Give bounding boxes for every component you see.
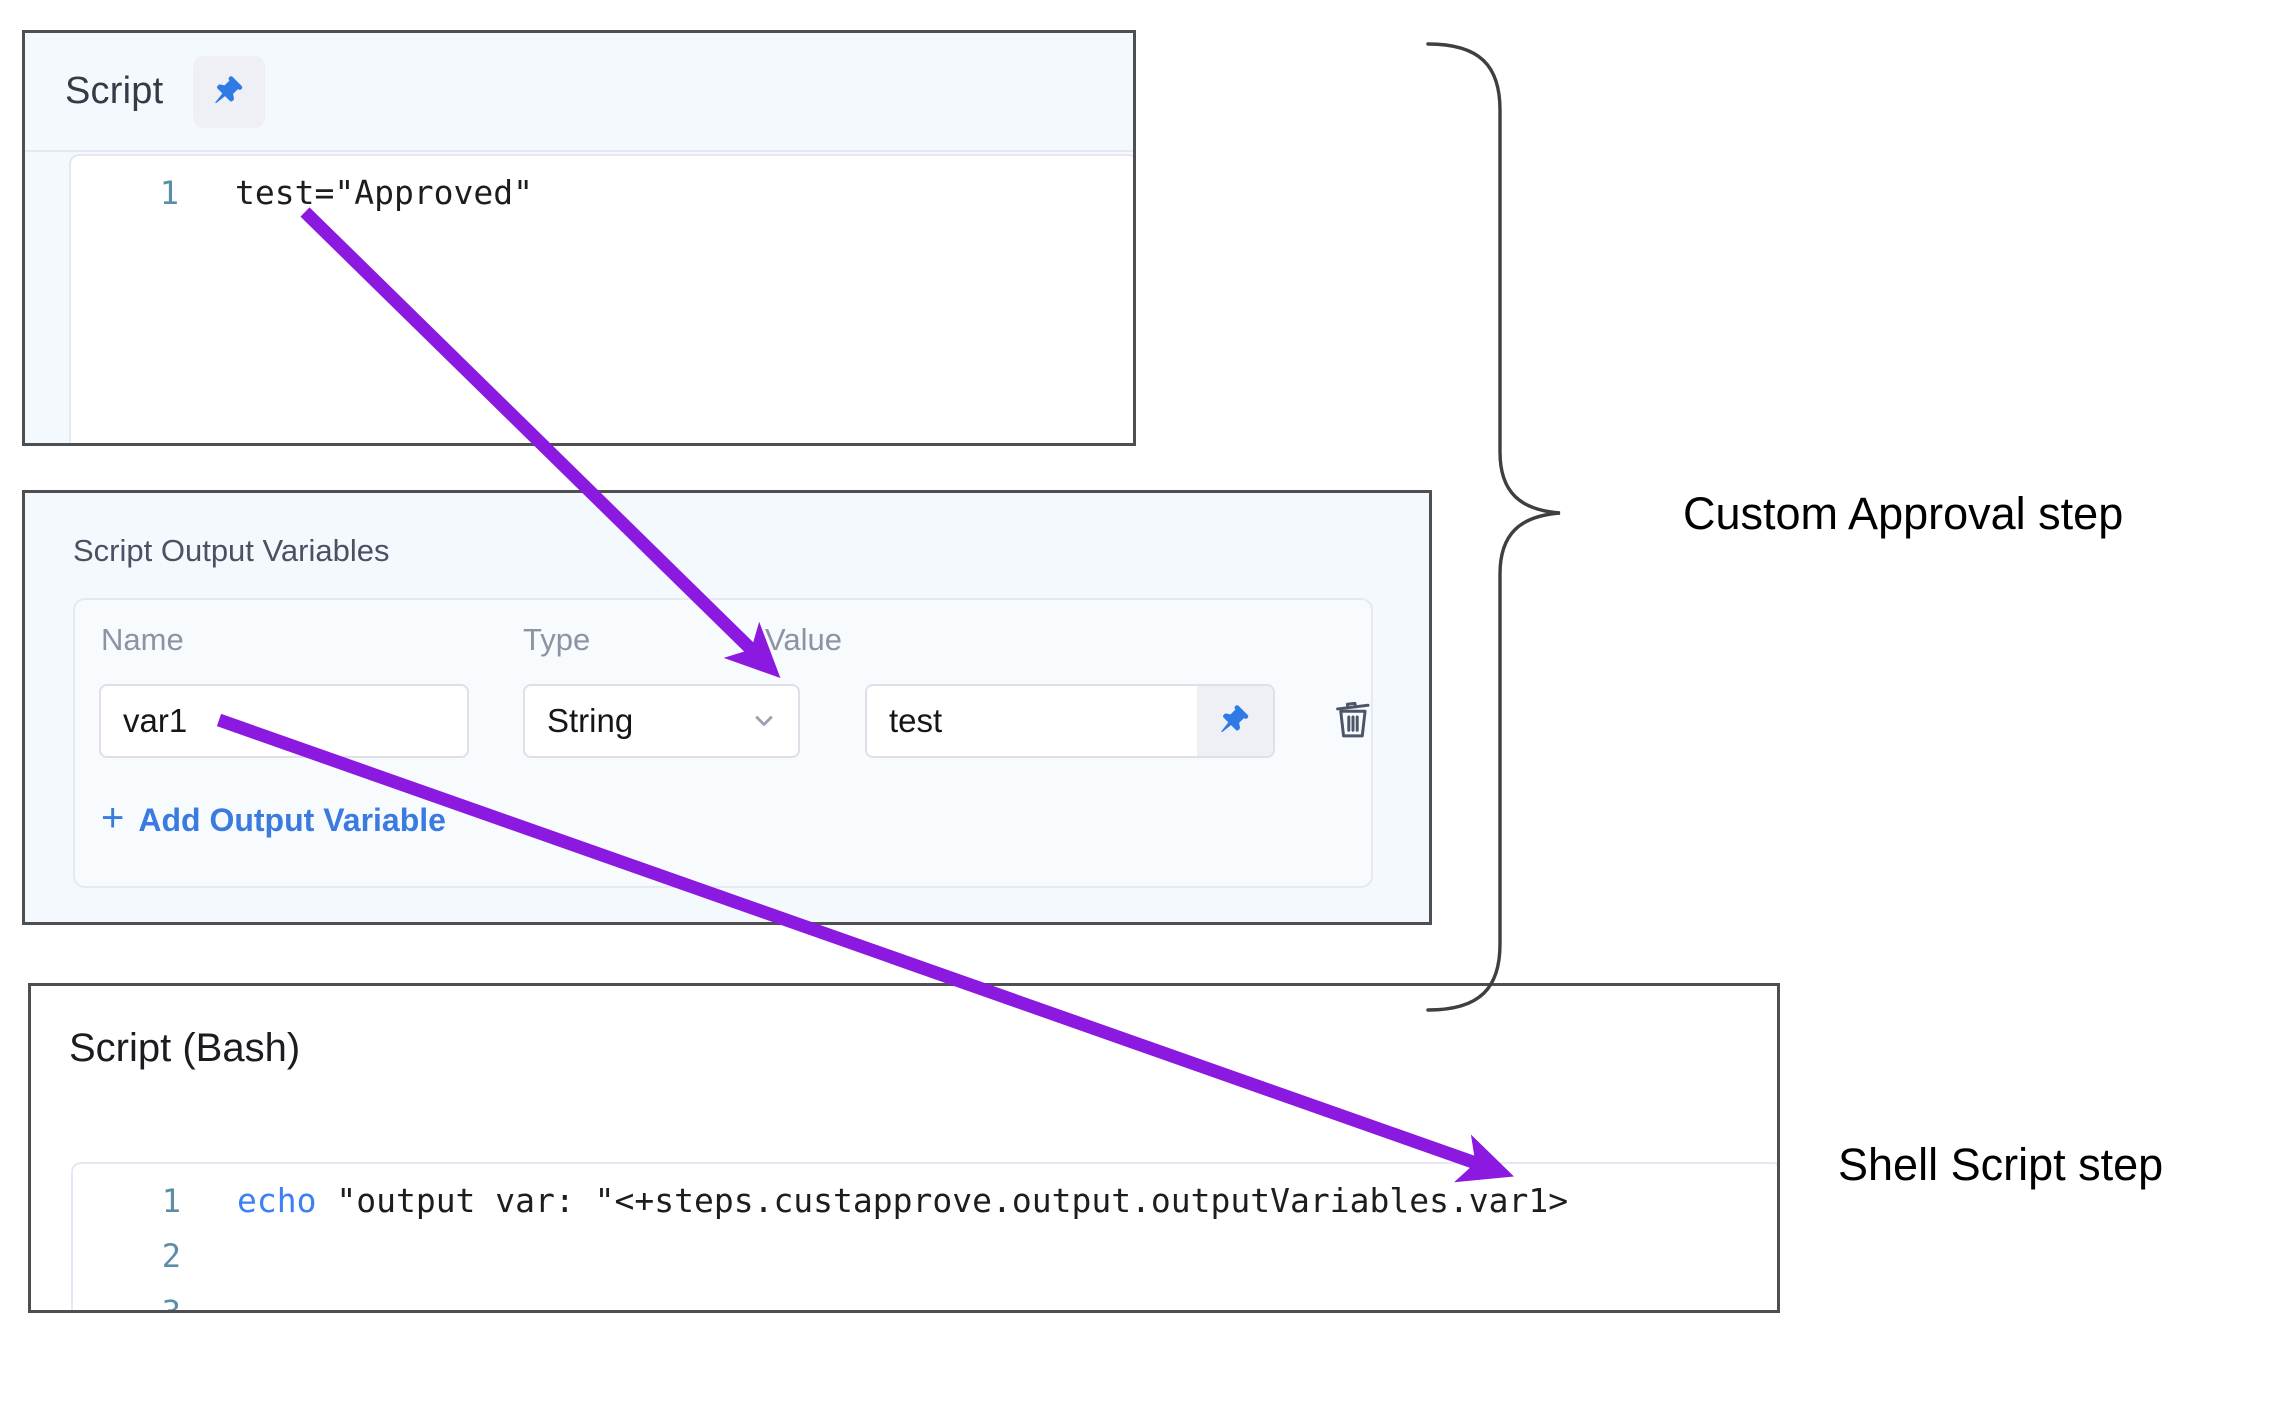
variable-value-input[interactable]: test [867,686,1197,756]
script-panel-title: Script [65,70,164,112]
line-number: 3 [161,1293,181,1313]
shell-script-step-label: Shell Script step [1838,1139,2164,1190]
value-pin-icon-button[interactable] [1197,686,1273,756]
column-header-name: Name [101,622,184,657]
line-content: echo "output var: "<+steps.custapprove.o… [237,1181,1568,1220]
add-output-variable-label: Add Output Variable [138,801,446,838]
pin-icon-button[interactable] [193,55,266,128]
script-output-variables-panel: Script Output Variables Name Type Value … [22,490,1432,925]
script-output-variables-title: Script Output Variables [73,533,390,568]
code-line: 2 [73,1237,1777,1293]
line-content: test="Approved" [235,173,534,212]
variable-type-select[interactable]: String [523,684,800,758]
script-code-editor[interactable]: 1 test="Approved" [69,154,1133,443]
line-number: 1 [159,174,179,212]
pin-icon [1221,705,1249,733]
code-line: 3 [73,1293,1777,1313]
variable-type-value: String [547,702,634,739]
line-number: 2 [161,1237,181,1275]
add-output-variable-button[interactable]: + Add Output Variable [101,796,446,840]
plus-icon: + [101,796,125,840]
variable-value-field: test [865,684,1275,758]
output-variables-table: Name Type Value var1 String test [73,598,1373,888]
pin-icon [215,75,243,103]
variable-value-text: test [889,702,943,739]
script-panel-header: Script [25,33,1133,152]
trash-icon [1336,701,1370,738]
bash-keyword: echo [237,1181,317,1220]
custom-approval-brace [1426,42,1561,1012]
script-panel: Script 1 test="Approved" [22,30,1136,446]
chevron-down-icon [755,716,773,726]
delete-variable-button[interactable] [1325,692,1381,750]
column-header-value: Value [765,622,842,657]
bash-code-editor[interactable]: 1 echo "output var: "<+steps.custapprove… [71,1162,1777,1313]
shell-script-panel: Script (Bash) 1 echo "output var: "<+ste… [28,983,1780,1313]
line-number: 1 [161,1182,181,1220]
column-header-type: Type [523,622,591,657]
code-line: 1 echo "output var: "<+steps.custapprove… [73,1181,1777,1237]
output-variables-column-headers: Name Type Value [75,622,1371,664]
code-line: 1 test="Approved" [71,173,1133,229]
table-row: var1 String test [75,684,1371,774]
shell-script-panel-title: Script (Bash) [69,1026,301,1070]
custom-approval-step-label: Custom Approval step [1683,488,2124,539]
variable-name-input[interactable]: var1 [99,684,469,758]
variable-name-value: var1 [123,702,188,739]
bash-line-text: "output var: "<+steps.custapprove.output… [316,1181,1569,1220]
